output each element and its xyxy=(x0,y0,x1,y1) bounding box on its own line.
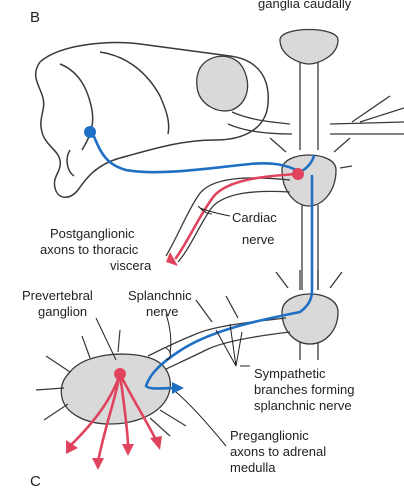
preganglionic-cell-body xyxy=(84,126,96,138)
cardiac-label-line: nerve xyxy=(242,232,275,247)
prevertebral-label: Prevertebral ganglion xyxy=(22,288,93,319)
cardiac-label-line: Cardiac xyxy=(232,210,277,225)
postganglionic-label: Postganglionic axons to thoracic viscera xyxy=(40,226,152,273)
preganglionic-adrenal-label-line: medulla xyxy=(230,460,276,475)
preganglionic-arrowhead xyxy=(172,382,184,394)
preganglionic-adrenal-label-line: Preganglionic xyxy=(230,428,309,443)
prevertebral-cell-body xyxy=(114,368,126,380)
preganglionic-adrenal-label-line: axons to adrenal xyxy=(230,444,326,459)
spinal-nerve xyxy=(228,96,404,134)
postganglionic-label-line: axons to thoracic xyxy=(40,242,139,257)
splanchnic-label-line: Splanchnic xyxy=(128,288,192,303)
postganglionic-label-line: viscera xyxy=(110,258,152,273)
prevertebral-label-line: ganglion xyxy=(38,304,87,319)
postganglionic-label-line: Postganglionic xyxy=(50,226,135,241)
cardiac-label: Cardiac nerve xyxy=(232,210,277,247)
panel-label-c: C xyxy=(30,473,41,489)
prevertebral-label-line: Prevertebral xyxy=(22,288,93,303)
chain-ganglion-cell-body xyxy=(292,168,304,180)
sympathetic-branches-label-line: Sympathetic xyxy=(254,366,326,381)
sympathetic-branches-label: Sympathetic branches forming splanchnic … xyxy=(254,366,354,413)
panel-label-b: B xyxy=(30,9,40,26)
splanchnic-label: Splanchnic nerve xyxy=(128,288,192,319)
upper-chain-ganglion xyxy=(280,30,338,65)
dorsal-root-ganglion xyxy=(197,56,248,111)
splanchnic-label-line: nerve xyxy=(146,304,179,319)
sympathetic-branches-label-line: splanchnic nerve xyxy=(254,398,352,413)
top-caption: ganglia caudally xyxy=(258,0,352,11)
preganglionic-adrenal-label: Preganglionic axons to adrenal medulla xyxy=(230,428,326,475)
thoracic-chain-ganglion xyxy=(282,155,336,206)
sympathetic-branches-label-line: branches forming xyxy=(254,382,354,397)
